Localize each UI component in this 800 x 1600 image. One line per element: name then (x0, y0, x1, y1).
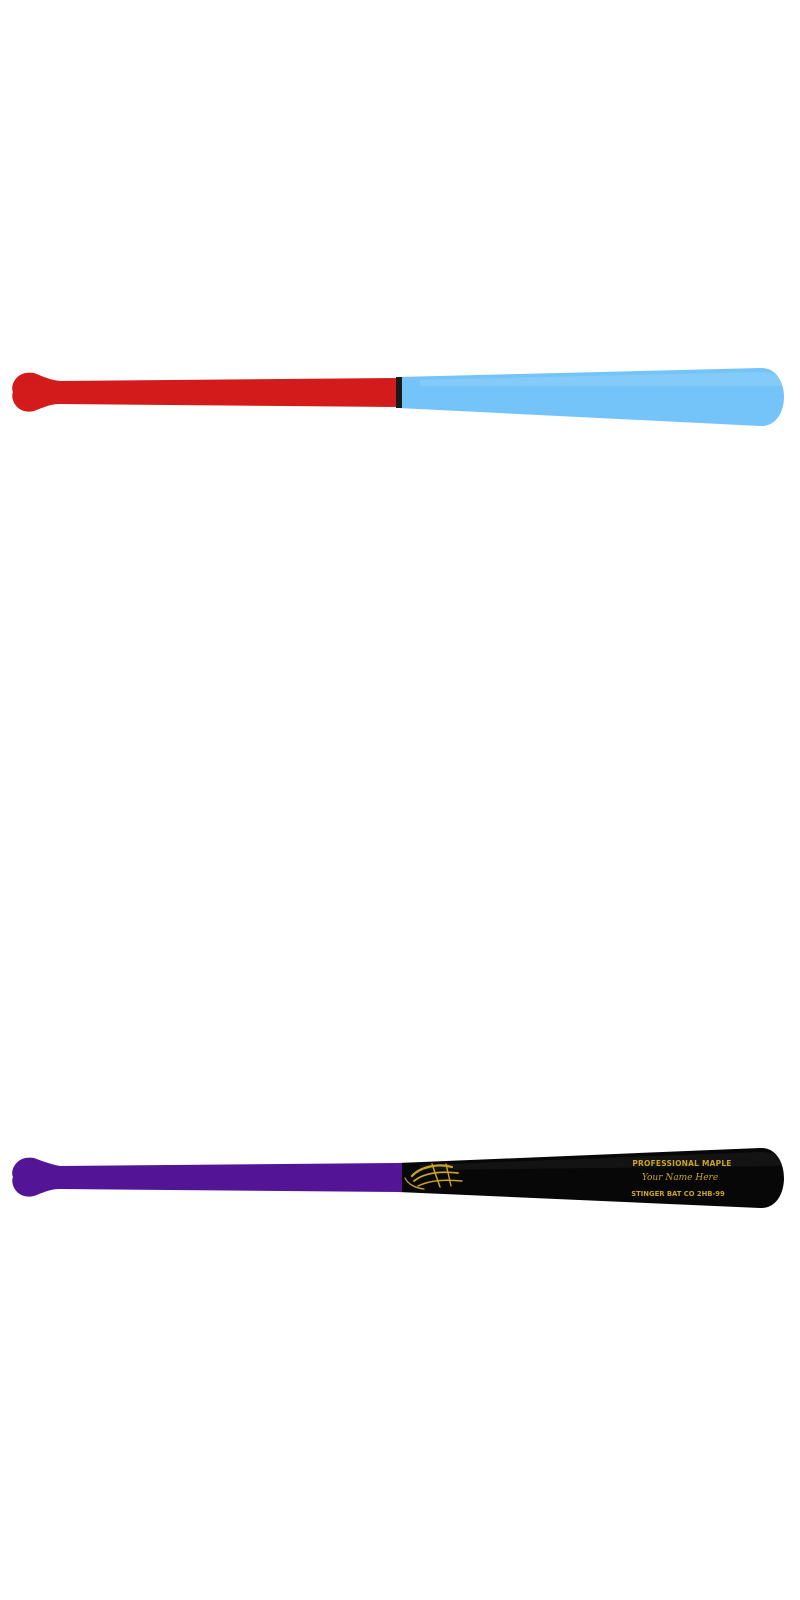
bat-purple-black-graphic: PROFESSIONAL MAPLE Your Name Here STINGE… (12, 1147, 785, 1209)
bat-engraving-line-2: Your Name Here (642, 1173, 718, 1183)
bat-engraving-line-3: STINGER BAT CO 2HB-99 (631, 1190, 725, 1198)
bat-red-light-blue (0, 342, 800, 462)
bat-barrel-highlight (420, 1152, 785, 1170)
bat-divider-ring (396, 377, 402, 408)
bat-barrel (398, 1147, 784, 1209)
bat-handle (12, 372, 402, 412)
bat-handle (12, 1157, 402, 1197)
bat-engraving-line-1: PROFESSIONAL MAPLE (632, 1159, 731, 1168)
bat-purple-black: PROFESSIONAL MAPLE Your Name Here STINGE… (0, 1142, 800, 1262)
bat-barrel-highlight (420, 372, 785, 386)
stinger-bat-logo (404, 1163, 463, 1190)
bat-barrel (398, 367, 784, 427)
bat-knob-shading (20, 377, 44, 386)
bat-red-light-blue-graphic (12, 367, 785, 427)
